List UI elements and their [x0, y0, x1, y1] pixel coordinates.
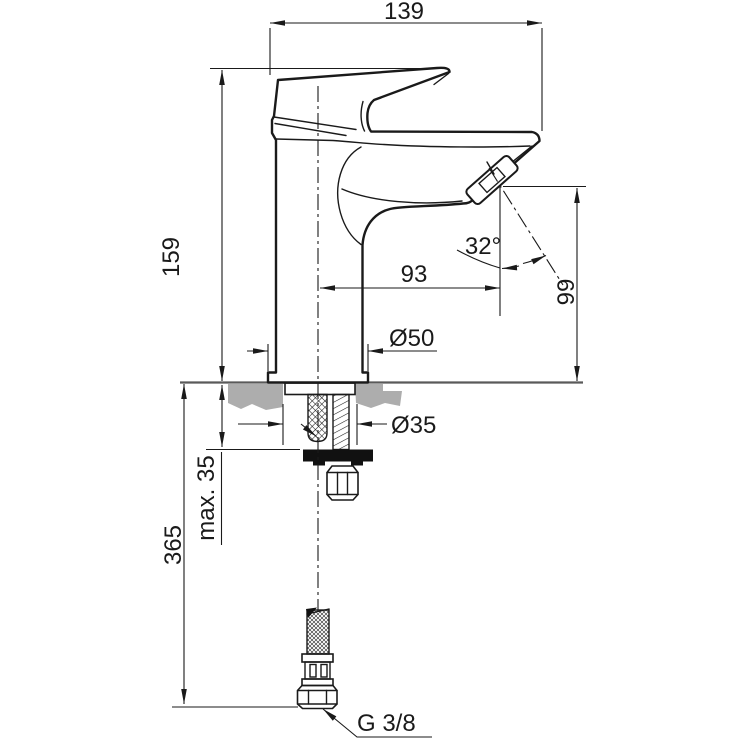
dim-d35-label: Ø35 [391, 412, 436, 439]
hose-flange [301, 678, 334, 687]
aerator-outlet [478, 166, 506, 194]
dim-139-label: 139 [384, 0, 424, 25]
dim-g38-label: G 3/8 [357, 710, 416, 737]
lever-front-inner-line [360, 100, 366, 132]
dimension-d50: Ø50 [247, 325, 437, 371]
dim-93-label: 93 [401, 261, 428, 288]
escutcheon-underside [284, 382, 356, 396]
threaded-shank [332, 393, 350, 451]
stud-tip-leader-arrow [300, 423, 317, 437]
aerator [465, 154, 519, 206]
supply-hose [296, 607, 338, 710]
lever-tip-inner-line [433, 72, 450, 86]
dim-159-label: 159 [158, 237, 185, 277]
dimension-99: 99 [503, 185, 586, 381]
hose-crimp-slot-right [320, 663, 328, 678]
hose-crimp-slot-left [309, 663, 317, 678]
spout-flow-curve-left [337, 146, 362, 246]
dim-max35-label: max. 35 [193, 455, 220, 540]
dimension-max35: max. 35 [193, 385, 300, 545]
washer-gasket [303, 449, 373, 466]
countertop-right-patch [355, 384, 402, 408]
hose-braided-section [306, 609, 330, 655]
dim-32deg-label: 32° [465, 233, 501, 260]
dimension-365: 365 [160, 384, 298, 708]
dimension-139: 139 [269, 0, 543, 131]
lever-joint-line-upper [273, 116, 357, 131]
lever-joint-line-lower [274, 122, 347, 137]
fixing-hex-nut [326, 465, 359, 501]
spout-flow-curve-right [341, 188, 463, 204]
hose-hex-nut [296, 684, 338, 710]
cap-bottom-and-spout-top-inner-line [275, 138, 531, 148]
spray-axis-centerline [488, 167, 564, 286]
countertop-section [180, 381, 583, 410]
hose-collar [301, 653, 334, 663]
aerator-tick-line [486, 161, 495, 175]
dim-d50-label: Ø50 [389, 325, 434, 352]
dimension-d35: Ø35 [238, 404, 436, 445]
dimension-159: 159 [158, 67, 422, 381]
dim-99-label: 99 [553, 279, 580, 306]
dimension-g38: G 3/8 [322, 708, 432, 738]
hose-break-wedge [306, 607, 317, 618]
dimension-32deg: 32° [456, 233, 547, 271]
faucet-body [266, 66, 541, 384]
countertop-left-patch [228, 384, 283, 410]
dimension-93: 93 [320, 187, 501, 316]
dim-365-label: 365 [160, 525, 187, 565]
